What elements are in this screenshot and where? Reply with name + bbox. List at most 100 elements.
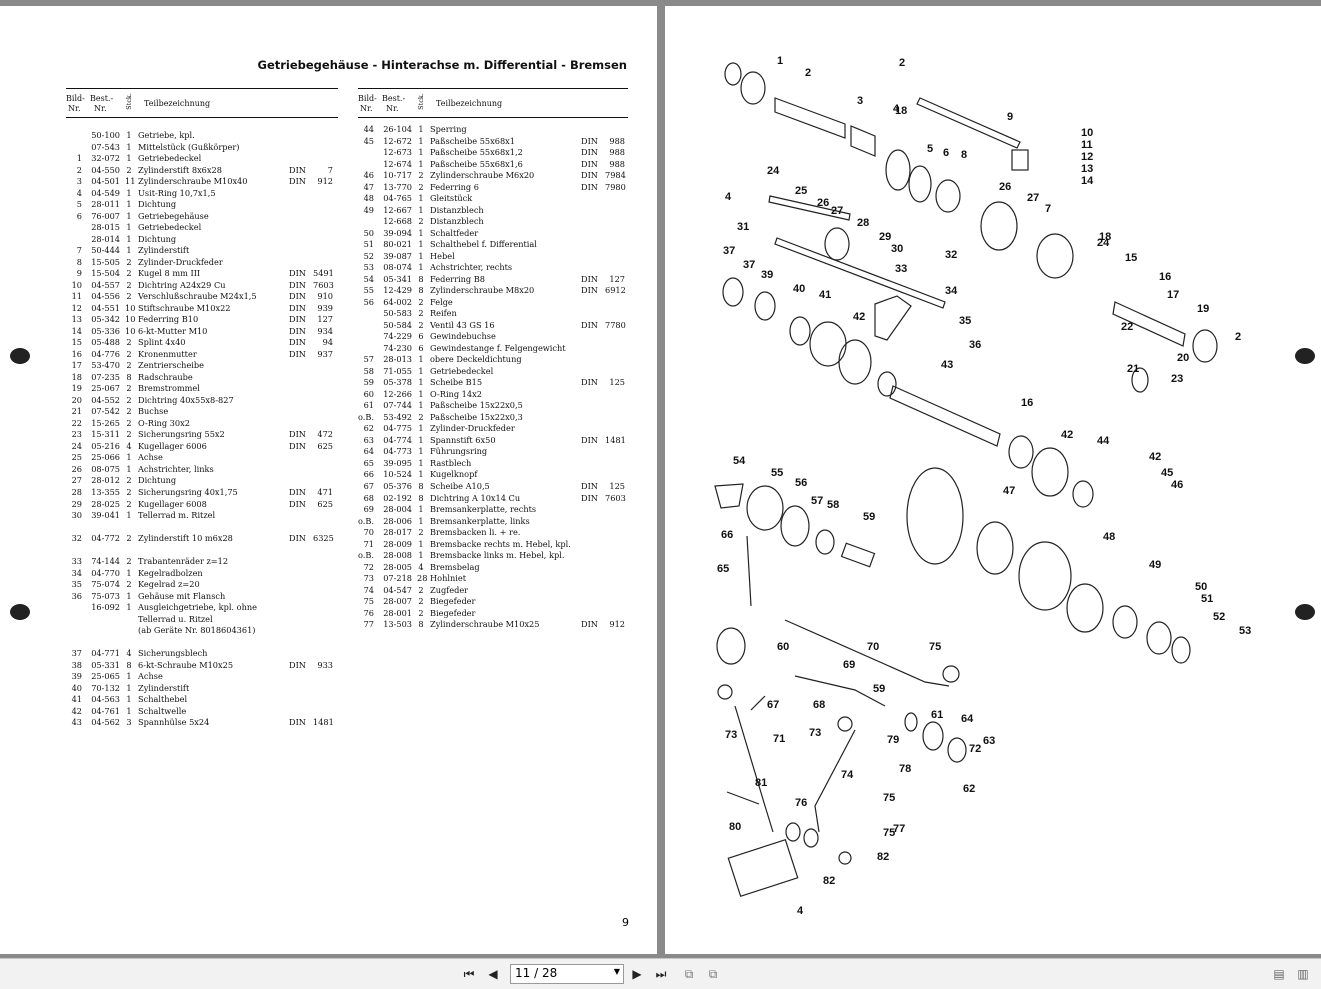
cell-bild: 41 bbox=[71, 694, 82, 705]
cell-desc: Trabantenräder z=12 bbox=[138, 556, 229, 567]
cell-bild: 20 bbox=[71, 394, 82, 405]
part-label: 59 bbox=[873, 683, 885, 695]
part-label: 20 bbox=[1177, 352, 1189, 364]
table-row bbox=[66, 545, 338, 557]
cell-best-nr: 28-001 bbox=[383, 607, 412, 618]
part-label: 5 bbox=[927, 143, 933, 155]
cell-stk: 1 bbox=[126, 671, 132, 682]
part-label: 68 bbox=[813, 699, 825, 711]
cell-desc: Felge bbox=[430, 296, 453, 307]
cell-desc: Bremsbelag bbox=[430, 561, 480, 572]
cell-bild: 65 bbox=[363, 457, 374, 468]
part-shape bbox=[976, 521, 1014, 575]
cell-stk: 3 bbox=[126, 717, 132, 728]
cell-best-nr: 28-017 bbox=[383, 527, 412, 538]
part-shape bbox=[1011, 149, 1029, 171]
part-label: 76 bbox=[795, 797, 807, 809]
part-label: 75 bbox=[929, 641, 941, 653]
cell-din-no: 125 bbox=[609, 377, 625, 388]
part-label: 33 bbox=[895, 263, 907, 275]
cell-desc: Zylinderschraube M8x20 bbox=[430, 285, 535, 296]
cell-stk: 1 bbox=[126, 705, 132, 716]
cell-best-nr: 13-503 bbox=[383, 619, 412, 630]
part-label: 61 bbox=[931, 709, 943, 721]
cell-stk: 2 bbox=[126, 406, 132, 417]
cell-desc: Gehäuse mit Flansch bbox=[138, 590, 226, 601]
cell-stk: 1 bbox=[418, 446, 424, 457]
part-label: 1 bbox=[777, 55, 783, 67]
cell-bild: 35 bbox=[71, 579, 82, 590]
cell-bild: 50 bbox=[363, 227, 374, 238]
part-label: 62 bbox=[963, 783, 975, 795]
part-label: 41 bbox=[819, 289, 831, 301]
cell-desc: Distanzblech bbox=[430, 216, 484, 227]
cell-bild: 55 bbox=[363, 285, 374, 296]
first-page-icon[interactable]: ⏮ bbox=[463, 967, 475, 981]
part-label: 56 bbox=[795, 477, 807, 489]
part-shape bbox=[814, 729, 856, 833]
part-label: 75 bbox=[883, 827, 895, 839]
copy-icon[interactable]: ⧉ bbox=[708, 967, 718, 981]
punch-hole bbox=[1295, 604, 1315, 620]
cell-din: DIN bbox=[581, 158, 598, 169]
double-page-icon[interactable]: ▥ bbox=[1297, 967, 1309, 981]
single-page-icon[interactable]: ▤ bbox=[1273, 967, 1285, 981]
part-label: 12 bbox=[1081, 151, 1093, 163]
cell-din: DIN bbox=[289, 429, 306, 440]
cell-best-nr: 39-041 bbox=[91, 510, 120, 521]
cell-din: DIN bbox=[581, 619, 598, 630]
cell-desc: Dichtung bbox=[138, 475, 177, 486]
cell-stk: 8 bbox=[418, 273, 424, 284]
cell-bild: 32 bbox=[71, 533, 82, 544]
next-page-icon[interactable]: ▶ bbox=[632, 967, 642, 981]
cell-best-nr: 05-341 bbox=[383, 273, 412, 284]
cell-stk: 1 bbox=[418, 457, 424, 468]
cell-din: DIN bbox=[581, 377, 598, 388]
cell-stk: 2 bbox=[418, 216, 424, 227]
cell-bild: 24 bbox=[71, 440, 82, 451]
cell-bild: 6 bbox=[76, 210, 82, 221]
part-label: 52 bbox=[1213, 611, 1225, 623]
cell-stk: 1 bbox=[418, 239, 424, 250]
cell-bild: o.B. bbox=[358, 515, 375, 526]
cell-stk: 2 bbox=[126, 498, 132, 509]
cell-din: DIN bbox=[289, 302, 306, 313]
part-label: 79 bbox=[887, 734, 899, 746]
cell-best-nr: 75-074 bbox=[91, 579, 120, 590]
page-selector[interactable]: 11 / 28 ▼ bbox=[510, 964, 624, 984]
part-shape bbox=[1018, 541, 1072, 611]
part-label: 16 bbox=[1021, 397, 1033, 409]
cell-best-nr: 04-765 bbox=[383, 193, 412, 204]
cell-bild: 71 bbox=[363, 538, 374, 549]
cell-bild: 48 bbox=[363, 193, 374, 204]
cell-stk: 2 bbox=[418, 181, 424, 192]
part-label: 57 bbox=[811, 495, 823, 507]
cell-stk: 1 bbox=[418, 158, 424, 169]
part-shape bbox=[1112, 301, 1186, 347]
rotate-icon[interactable]: ⧉ bbox=[684, 967, 694, 981]
cell-desc: Scheibe A10,5 bbox=[430, 480, 490, 491]
part-label: 13 bbox=[1081, 163, 1093, 175]
cell-stk: 1 bbox=[126, 222, 132, 233]
cell-stk: 1 bbox=[126, 130, 132, 140]
part-shape bbox=[809, 321, 847, 367]
cell-desc: Zylinderstift bbox=[138, 682, 190, 693]
cell-desc: Schalthebel bbox=[138, 694, 188, 705]
prev-page-icon[interactable]: ◀ bbox=[488, 967, 498, 981]
part-shape bbox=[754, 291, 776, 321]
last-page-icon[interactable]: ⏭ bbox=[655, 967, 667, 981]
